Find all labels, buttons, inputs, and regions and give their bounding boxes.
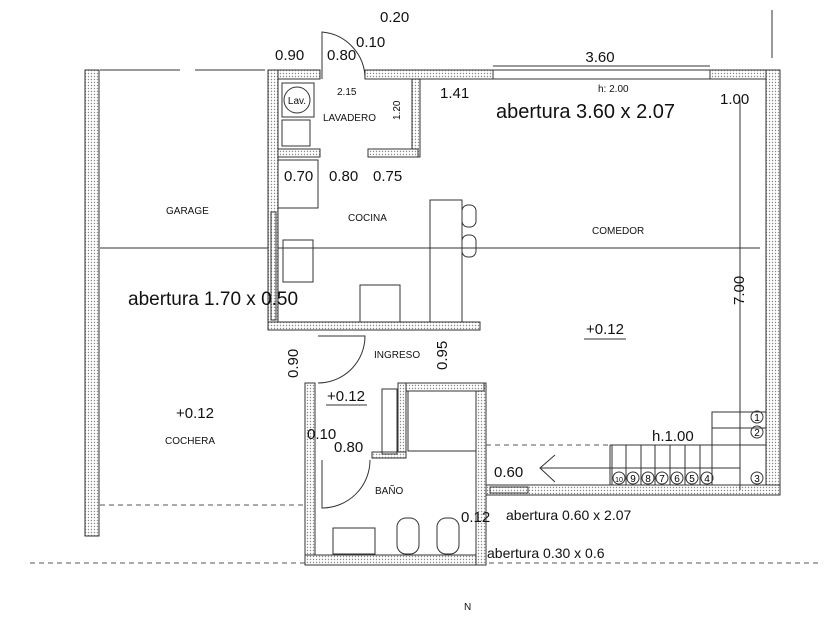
dim-label: 0.75	[373, 168, 402, 185]
stair-step-marker	[750, 471, 764, 485]
room-label-garage: GARAGE	[166, 206, 209, 217]
dim-label: 0.10	[307, 426, 336, 443]
dim-label: 0.10	[356, 34, 385, 51]
lav-label: Lav.	[288, 96, 306, 107]
opening-label: abertura 3.60 x 2.07	[496, 101, 675, 123]
stair-step-number: 2	[754, 428, 760, 439]
dim-label: h: 2.00	[598, 84, 629, 95]
stair-window	[489, 486, 529, 494]
dim-label: 2.15	[337, 87, 357, 98]
bath-sink	[332, 527, 376, 555]
dim-label: 0.90	[285, 349, 302, 378]
staircase	[486, 100, 767, 490]
dim-label: 7.00	[731, 276, 748, 305]
north-marker: N	[464, 602, 471, 613]
dim-label: 1.41	[440, 85, 469, 102]
dim-label: 1.00	[720, 91, 749, 108]
stair-step-marker	[670, 471, 684, 485]
stair-step-number: 10	[615, 477, 623, 484]
stool	[461, 204, 477, 228]
dim-label: 0.20	[380, 9, 409, 26]
room-label-ingreso: INGRESO	[374, 350, 420, 361]
dim-label: 3.60	[585, 49, 614, 66]
stair-step-number: 1	[754, 413, 760, 424]
stair-step-number: 7	[659, 474, 665, 485]
washer-drum	[283, 86, 311, 114]
stair-step-marker	[685, 471, 699, 485]
dim-label: 0.80	[334, 439, 363, 456]
laundry-sink	[281, 119, 311, 147]
level-label: +0.12	[176, 405, 214, 422]
garage-wall	[84, 69, 100, 537]
opening-label: abertura 1.70 x 0.50	[128, 289, 298, 310]
stair-step-number: 4	[704, 474, 710, 485]
kitchen-window	[270, 211, 277, 321]
dim-label: 0.80	[329, 168, 358, 185]
stair-step-number: 8	[645, 474, 651, 485]
toilet	[396, 517, 420, 555]
room-label-cochera: COCHERA	[165, 436, 215, 447]
stair-step-number: 6	[674, 474, 680, 485]
bidet	[436, 517, 460, 555]
level-label: +0.12	[586, 321, 624, 338]
dim-label: 0.70	[284, 168, 313, 185]
room-label-comedor: COMEDOR	[592, 226, 644, 237]
counter	[277, 159, 319, 209]
door-lavadero[interactable]	[321, 31, 366, 80]
stair-step-marker	[626, 471, 640, 485]
kitchen-sink	[282, 239, 314, 283]
counter-island	[429, 199, 463, 323]
stool	[461, 234, 477, 258]
room-label-bano: BAÑO	[375, 484, 404, 497]
opening-label: abertura 0.30 x 0.6	[487, 545, 605, 561]
washer	[281, 82, 315, 118]
stair-step-marker	[750, 410, 764, 424]
dim-label: 0.60	[494, 464, 523, 481]
opening-label: abertura 0.60 x 2.07	[506, 507, 632, 523]
dim-label: 0.90	[275, 47, 304, 64]
room-label-lavadero: LAVADERO	[323, 113, 376, 124]
stair-step-number: 3	[754, 474, 760, 485]
radiator	[381, 388, 398, 455]
dim-label: 0.95	[434, 341, 451, 370]
dim-label: 0.80	[327, 47, 356, 64]
stair-step-marker	[750, 425, 764, 439]
stair-step-marker	[700, 471, 714, 485]
door-bano[interactable]	[321, 459, 371, 509]
stair-step-marker	[655, 471, 669, 485]
shower	[407, 390, 477, 452]
dim-label: h.1.00	[652, 428, 694, 445]
room-label-cocina: COCINA	[348, 213, 387, 224]
stove	[359, 284, 401, 323]
stair-step-marker	[641, 471, 655, 485]
walls	[267, 69, 781, 566]
dim-label: 0.12	[461, 509, 490, 526]
stair-step-number: 5	[689, 474, 695, 485]
dim-label: 1.20	[392, 100, 403, 120]
stair-step-number: 9	[630, 474, 636, 485]
stair-step-marker	[612, 471, 626, 485]
door-ingreso[interactable]	[317, 335, 366, 384]
level-label: +0.12	[327, 388, 365, 405]
